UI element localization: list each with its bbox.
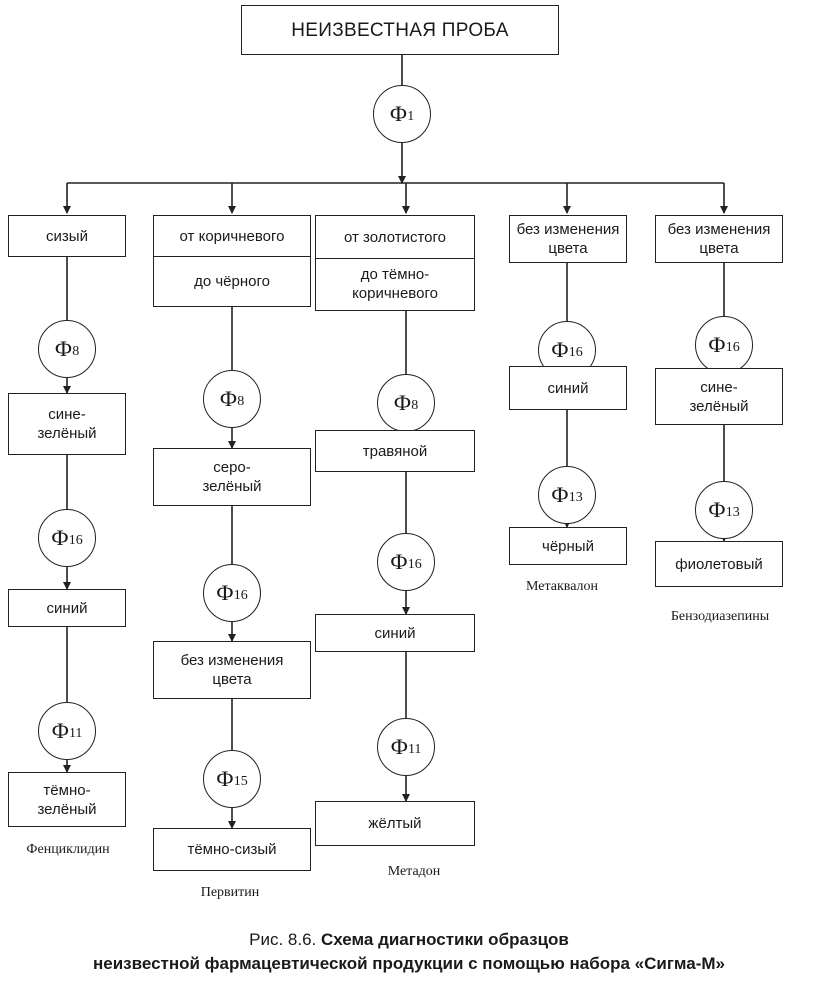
reagent-symbol: Ф xyxy=(551,337,569,362)
figure-caption: Рис. 8.6. Схема диагностики образцов неи… xyxy=(0,928,818,976)
color-result-box: жёлтый xyxy=(315,801,475,846)
reagent-index: 15 xyxy=(233,774,248,789)
color-range-from: от золотистого xyxy=(316,216,474,259)
reagent-symbol: Ф xyxy=(390,549,408,574)
color-result-box: синий xyxy=(8,589,126,627)
reagent-index: 16 xyxy=(407,557,422,572)
reagent-symbol: Ф xyxy=(51,718,69,743)
reagent-index: 16 xyxy=(568,345,583,360)
reagent-symbol: Ф xyxy=(219,386,238,411)
reagent-symbol: Ф xyxy=(389,101,408,126)
reagent-index: 16 xyxy=(233,588,248,603)
caption-title-1: Схема диагностики образцов xyxy=(321,930,569,949)
substance-name-label: Фенциклидин xyxy=(26,842,110,857)
color-range-box: от золотистого до тёмно-коричневого xyxy=(315,215,475,311)
reagent-index: 11 xyxy=(407,742,422,757)
substance-name-label: Первитин xyxy=(200,885,260,900)
reagent-symbol: Ф xyxy=(54,336,73,361)
reagent-index: 11 xyxy=(68,726,83,741)
reagent-index: 8 xyxy=(72,344,80,359)
unknown-sample-box: НЕИЗВЕСТНАЯ ПРОБА xyxy=(241,5,559,55)
reagent-symbol: Ф xyxy=(708,332,726,357)
caption-line-2: неизвестной фармацевтической продукции с… xyxy=(0,952,818,976)
color-result-box: сине-зелёный xyxy=(655,368,783,425)
color-result-box: сине-зелёный xyxy=(8,393,126,455)
color-range-to: до чёрного xyxy=(194,272,270,290)
color-result-box: тёмно-зелёный xyxy=(8,772,126,827)
reagent-index: 1 xyxy=(407,109,415,124)
caption-title-2: неизвестной фармацевтической продукции с… xyxy=(92,954,726,973)
color-range-box: от коричневого до чёрного xyxy=(153,215,311,307)
reagent-symbol: Ф xyxy=(216,580,234,605)
color-result-box: чёрный xyxy=(509,527,627,565)
color-result-box: травяной xyxy=(315,430,475,472)
substance-name-label: Бензодиазепины xyxy=(670,609,770,624)
color-range-to: до тёмно-коричневого xyxy=(352,266,438,302)
reagent-symbol: Ф xyxy=(708,497,726,522)
reagent-symbol: Ф xyxy=(216,766,234,791)
reagent-symbol: Ф xyxy=(390,734,408,759)
reagent-symbol: Ф xyxy=(551,482,569,507)
color-result-box: серо-зелёный xyxy=(153,448,311,506)
color-result-box: тёмно-сизый xyxy=(153,828,311,871)
color-result-box: синий xyxy=(315,614,475,652)
reagent-index: 8 xyxy=(237,394,245,409)
color-result-box: синий xyxy=(509,366,627,410)
reagent-index: 13 xyxy=(568,490,583,505)
color-range-from: от коричневого xyxy=(154,216,310,257)
caption-prefix: Рис. 8.6. xyxy=(249,930,317,949)
substance-name-label: Метаквалон xyxy=(525,579,599,594)
reagent-symbol: Ф xyxy=(393,390,412,415)
reagent-index: 16 xyxy=(68,533,83,548)
reagent-symbol: Ф xyxy=(51,525,69,550)
color-result-box: фиолетовый xyxy=(655,541,783,587)
reagent-index: 13 xyxy=(725,505,740,520)
reagent-index: 8 xyxy=(411,398,419,413)
substance-name-label: Метадон xyxy=(387,864,441,879)
reagent-index: 16 xyxy=(725,340,740,355)
color-result-box: сизый xyxy=(8,215,126,257)
caption-line-1: Рис. 8.6. Схема диагностики образцов xyxy=(0,928,818,952)
